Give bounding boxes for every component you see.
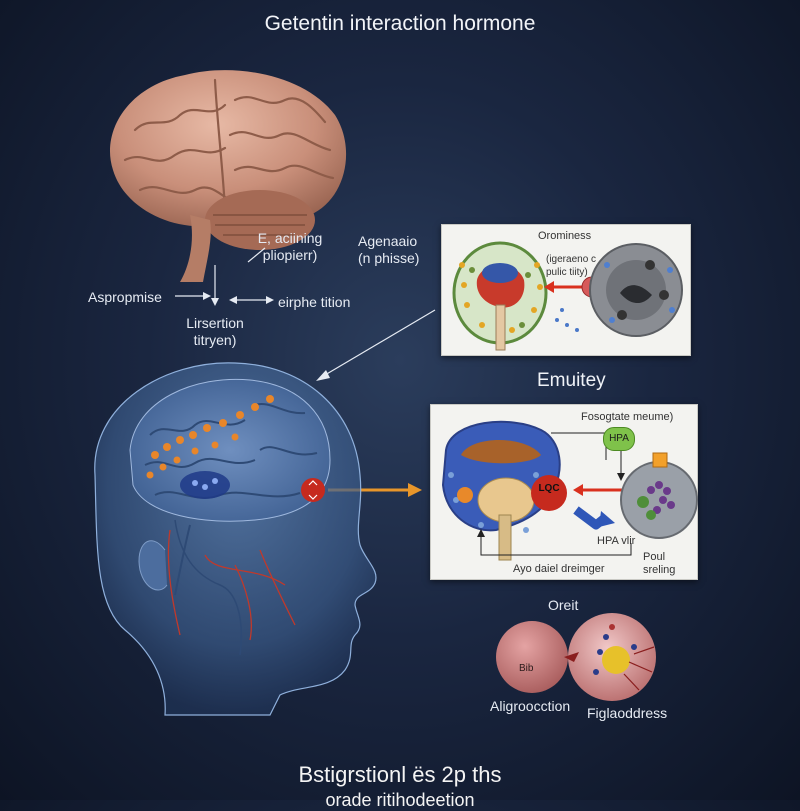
panel2-bottom-label: Ayo daiel dreimger bbox=[513, 563, 605, 575]
footer-line-1: Bstigrstionl ës 2p ths bbox=[298, 762, 502, 787]
cell-right-label: Figlaoddress bbox=[587, 705, 668, 721]
panel1-side-label-2: (n phisse) bbox=[358, 250, 420, 266]
cell-left-inner: Bib bbox=[519, 663, 534, 674]
footer-line-2: orade ritihodeetion bbox=[325, 790, 475, 810]
label-left: Aspropmise bbox=[88, 289, 162, 305]
panel2-illustration bbox=[441, 420, 698, 561]
panel1-inner-2: pulic tiity) bbox=[546, 267, 588, 278]
section-heading: Emuitey bbox=[537, 370, 606, 391]
panel1-side-label-1: Agenaaio bbox=[358, 233, 418, 249]
label-bottom-2: titryen) bbox=[193, 332, 237, 348]
label-bottom-1: Lirsertion bbox=[186, 315, 244, 331]
panel1-title: Orominess bbox=[538, 230, 592, 242]
head-silhouette bbox=[94, 362, 377, 716]
panel2-hpa-label: HPA vlir bbox=[597, 535, 636, 547]
label-top-right-2: pliopierr) bbox=[262, 247, 318, 263]
label-top-right-1: E, aciining bbox=[257, 230, 323, 246]
cell-illustration bbox=[496, 613, 656, 701]
brain-illustration bbox=[109, 70, 347, 282]
panel-1: Orominess (igeraeno c pulic tiity) bbox=[441, 224, 691, 356]
cell-left-label: Aligroocction bbox=[490, 698, 571, 714]
label-right: eirphe tition bbox=[278, 294, 351, 310]
panel2-title: Fosogtate meume) bbox=[581, 411, 674, 423]
cells-heading: Oreit bbox=[548, 597, 579, 613]
panel-2: Fosogtate meume) HPA LQC HPA vlir Poul s… bbox=[430, 404, 698, 580]
diagram-title: Getentin interaction hormone bbox=[264, 12, 536, 35]
hpa-badge: HPA bbox=[603, 427, 635, 451]
panel1-illustration bbox=[452, 241, 683, 351]
panel2-right-label: Poul sreling bbox=[643, 551, 676, 576]
lqc-badge: LQC bbox=[538, 483, 560, 494]
panel1-inner-1: (igeraeno c bbox=[546, 254, 597, 265]
